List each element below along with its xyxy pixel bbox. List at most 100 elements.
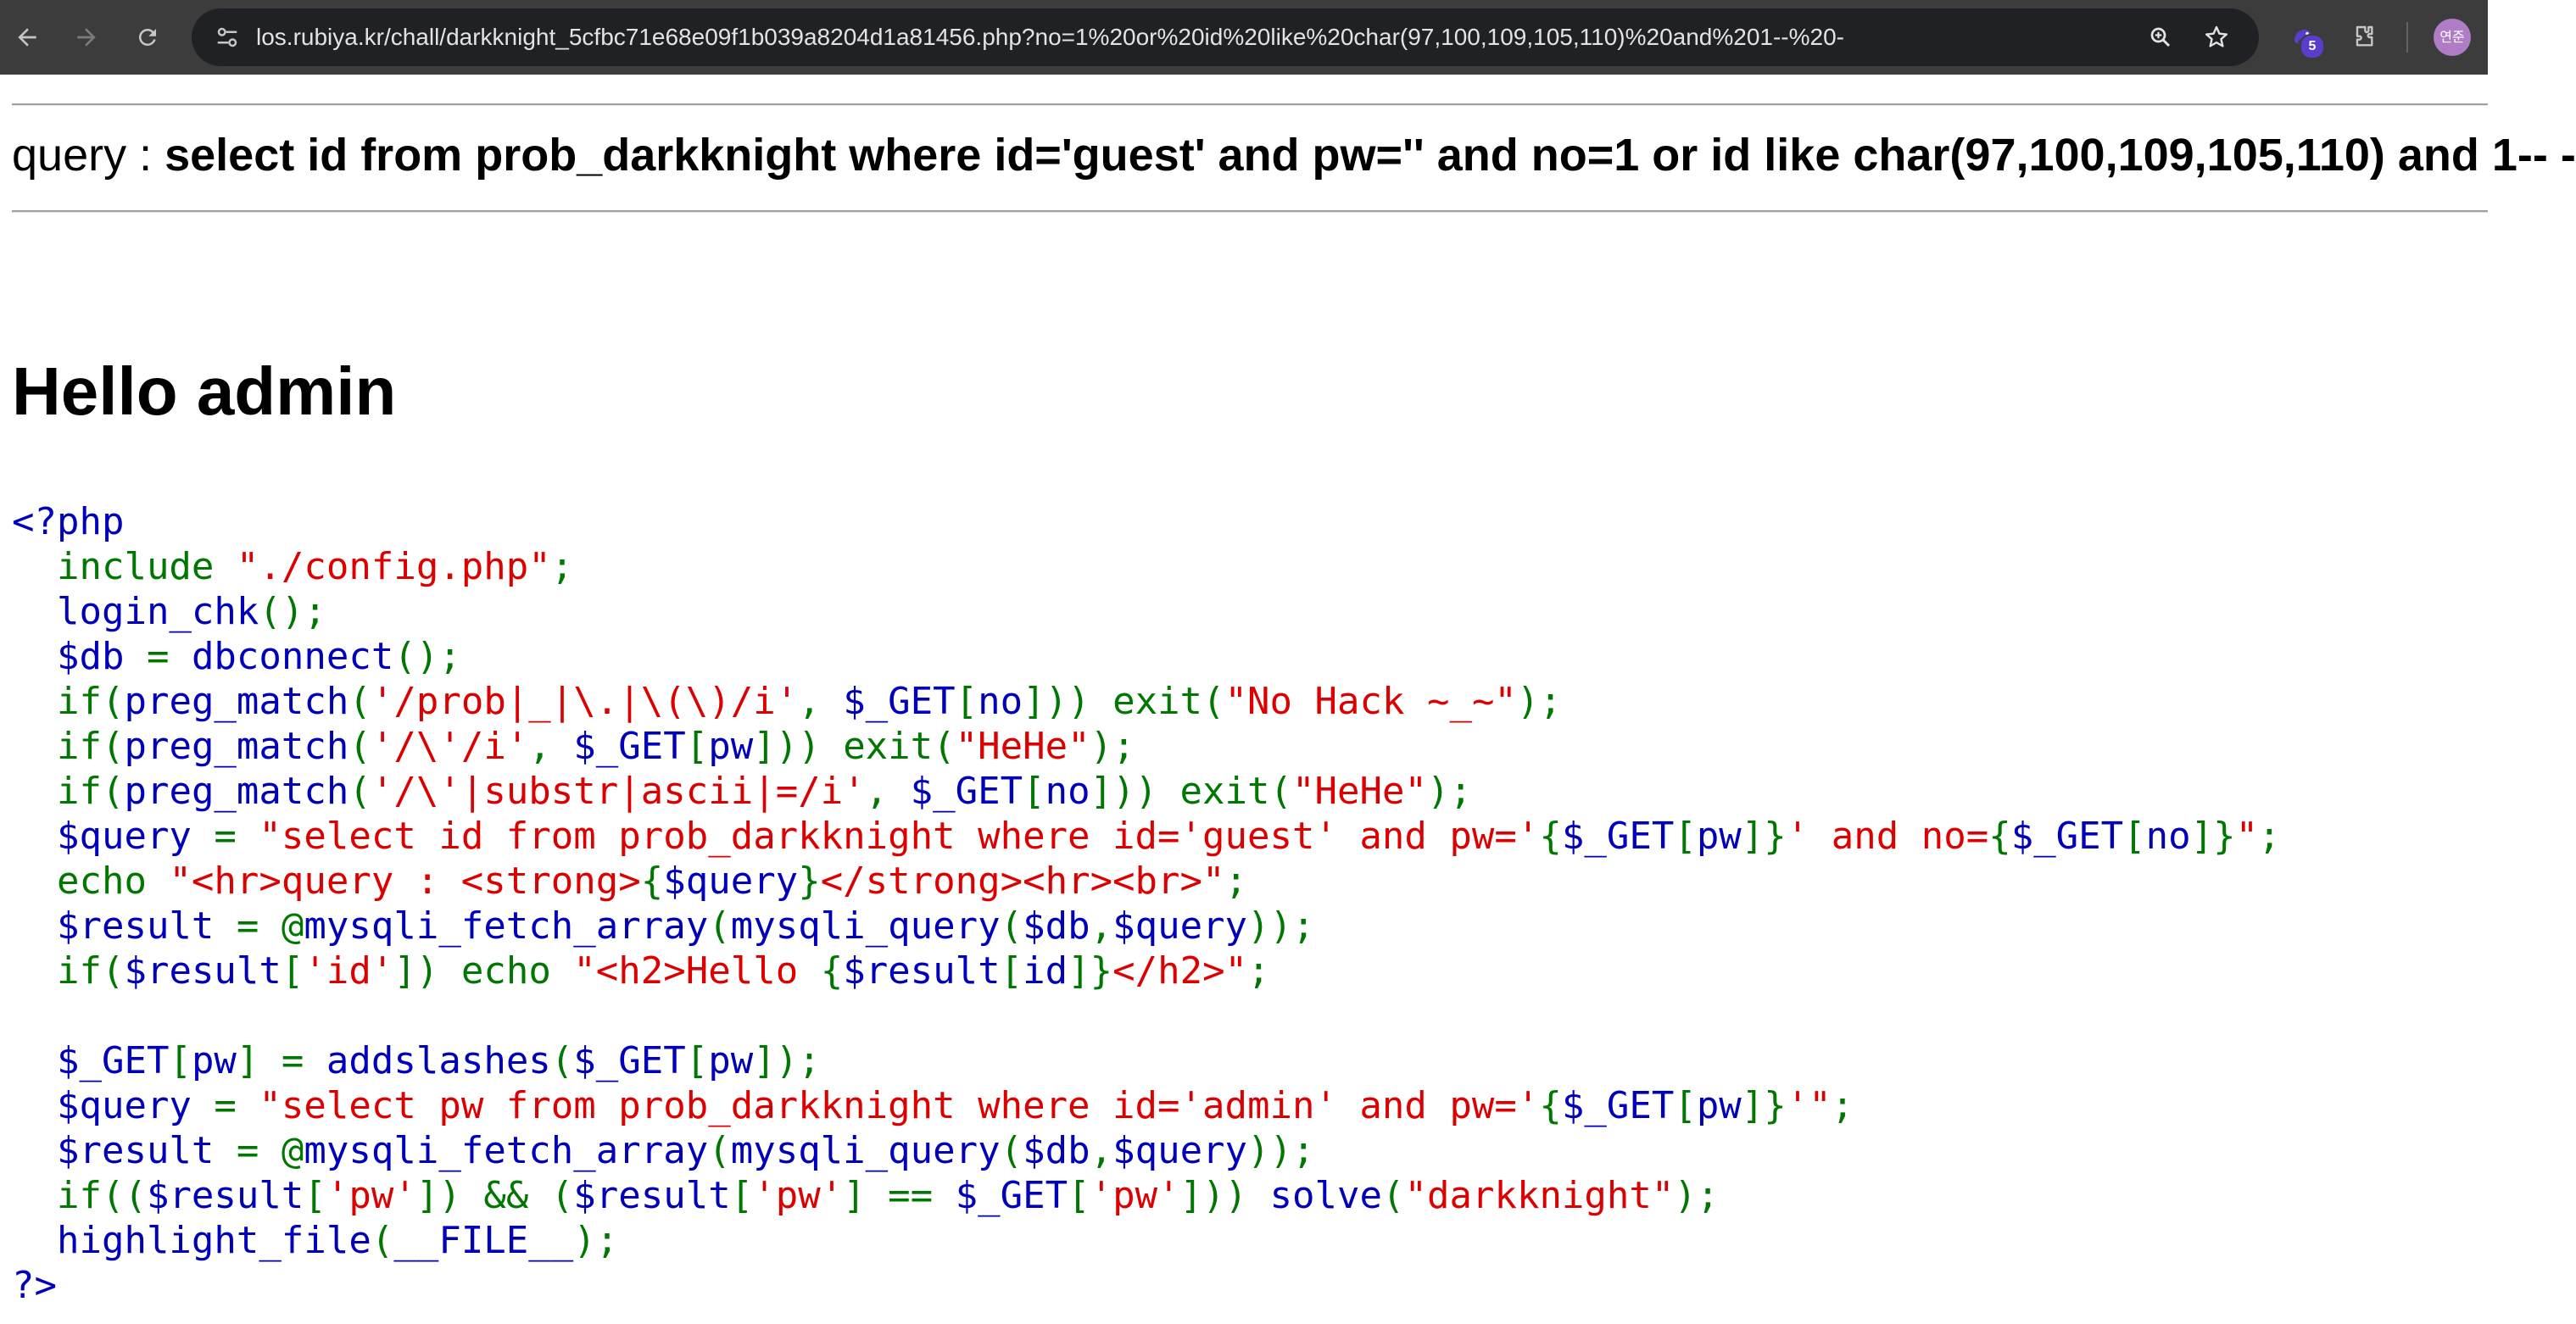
- zoom-icon[interactable]: [2144, 20, 2177, 54]
- code-token: pw: [191, 1039, 237, 1082]
- code-token: 'id': [304, 949, 394, 993]
- browser-toolbar: los.rubiya.kr/chall/darkknight_5cfbc71e6…: [0, 0, 2488, 75]
- code-token: 'pw': [753, 1174, 844, 1217]
- code-line: include "./config.php";: [12, 544, 2281, 589]
- code-token: ,: [798, 680, 844, 723]
- back-arrow-icon[interactable]: [7, 17, 47, 58]
- code-token: echo: [56, 859, 170, 903]
- code-token: (: [1000, 1129, 1023, 1172]
- code-token: ,: [1090, 1129, 1113, 1172]
- code-token: =: [146, 635, 192, 678]
- code-token: );: [1426, 770, 1472, 813]
- code-token: ": [2235, 815, 2259, 858]
- code-token: );: [1090, 725, 1135, 768]
- code-token: if((: [56, 1174, 147, 1217]
- code-line: echo "<hr>query : <strong>{$query}</stro…: [12, 859, 2281, 904]
- hello-heading: Hello admin: [12, 353, 397, 429]
- code-token: login_chk: [12, 590, 259, 633]
- site-info-icon[interactable]: [210, 20, 244, 54]
- code-token: ])) exit(: [1023, 680, 1225, 723]
- code-token: "darkknight": [1404, 1174, 1675, 1217]
- address-bar[interactable]: los.rubiya.kr/chall/darkknight_5cfbc71e6…: [192, 8, 2259, 66]
- bookmark-star-icon[interactable]: [2200, 20, 2233, 54]
- code-token: $query: [1112, 1129, 1248, 1172]
- code-token: $db: [1023, 1129, 1090, 1172]
- code-token: [: [304, 1174, 326, 1217]
- forward-arrow-icon[interactable]: [66, 17, 107, 58]
- code-token: $query: [1112, 904, 1248, 948]
- horizontal-rule-bottom: [12, 210, 2488, 213]
- code-token: '": [1786, 1084, 1832, 1127]
- code-token: no: [1045, 770, 1090, 813]
- code-token: ])) exit(: [753, 725, 956, 768]
- code-line: $query = "select pw from prob_darkknight…: [12, 1083, 2281, 1128]
- code-token: );: [1674, 1174, 1720, 1217]
- code-line: $result = @mysqli_fetch_array(mysqli_que…: [12, 904, 2281, 948]
- code-token: preg_match: [124, 725, 349, 768]
- code-token: addslashes: [326, 1039, 551, 1082]
- code-token: (: [708, 1129, 731, 1172]
- code-token: "<hr>query : <strong>: [169, 859, 641, 903]
- code-token: [: [1023, 770, 1045, 813]
- code-token: [12, 1174, 57, 1217]
- code-line: login_chk();: [12, 589, 2281, 634]
- code-token: [: [955, 680, 979, 723]
- code-token: ]) && (: [415, 1174, 574, 1217]
- code-token: ;: [1247, 949, 1270, 993]
- code-token: ]}: [2190, 815, 2236, 858]
- code-token: "select id from prob_darkknight where id…: [259, 815, 1540, 858]
- code-token: (: [708, 904, 731, 948]
- code-token: (: [348, 770, 371, 813]
- code-token: dbconnect: [191, 635, 394, 678]
- code-token: ;: [550, 545, 574, 588]
- code-token: [12, 680, 57, 723]
- code-token: (: [348, 725, 371, 768]
- code-token: [12, 770, 57, 813]
- code-token: ] ==: [843, 1174, 956, 1217]
- code-token: pw: [708, 1039, 754, 1082]
- code-token: [12, 994, 35, 1038]
- code-line: if(preg_match('/\'/i', $_GET[pw])) exit(…: [12, 724, 2281, 769]
- code-token: $_GET: [843, 680, 956, 723]
- code-token: ;: [1831, 1084, 1854, 1127]
- code-token: ,: [865, 770, 911, 813]
- code-token: (: [371, 1219, 394, 1262]
- code-token: $_GET: [573, 1039, 686, 1082]
- code-token: ]}: [1068, 949, 1113, 993]
- code-token: "select pw from prob_darkknight where id…: [259, 1084, 1540, 1127]
- code-token: mysqli_query: [730, 1129, 1001, 1172]
- code-token: ]}: [1741, 1084, 1787, 1127]
- code-token: [12, 859, 57, 903]
- code-token: ));: [1247, 904, 1315, 948]
- code-token: $db: [12, 635, 147, 678]
- code-line: if(preg_match('/prob|_|\.|\(\)/i', $_GET…: [12, 679, 2281, 724]
- code-token: $result: [124, 949, 282, 993]
- code-token: "HeHe": [955, 725, 1090, 768]
- code-token: );: [1516, 680, 1562, 723]
- puzzle-icon[interactable]: [2344, 17, 2384, 58]
- code-token: <?php: [12, 500, 125, 543]
- code-token: ();: [259, 590, 326, 633]
- code-token: mysqli_fetch_array: [304, 904, 709, 948]
- code-token: );: [573, 1219, 619, 1262]
- code-token: pw: [1696, 1084, 1742, 1127]
- code-line: $db = dbconnect();: [12, 634, 2281, 679]
- code-token: if(: [56, 770, 125, 813]
- code-token: [: [169, 1039, 192, 1082]
- code-line: $result = @mysqli_fetch_array(mysqli_que…: [12, 1128, 2281, 1173]
- toolbar-divider: [2406, 22, 2408, 53]
- code-line: highlight_file(__FILE__);: [12, 1218, 2281, 1263]
- code-token: mysqli_fetch_array: [304, 1129, 709, 1172]
- code-token: $_GET: [2010, 815, 2124, 858]
- code-token: [: [685, 725, 709, 768]
- code-token: }: [798, 859, 821, 903]
- code-token: ] =: [236, 1039, 326, 1082]
- code-token: ,: [1090, 904, 1113, 948]
- code-token: "<h2>Hello: [573, 949, 821, 993]
- code-token: highlight_file: [12, 1219, 371, 1262]
- code-token: solve: [1269, 1174, 1382, 1217]
- url-text[interactable]: los.rubiya.kr/chall/darkknight_5cfbc71e6…: [256, 24, 1844, 50]
- reload-icon[interactable]: [127, 17, 168, 58]
- profile-avatar[interactable]: 연준: [2434, 19, 2471, 56]
- code-token: ;: [1224, 859, 1248, 903]
